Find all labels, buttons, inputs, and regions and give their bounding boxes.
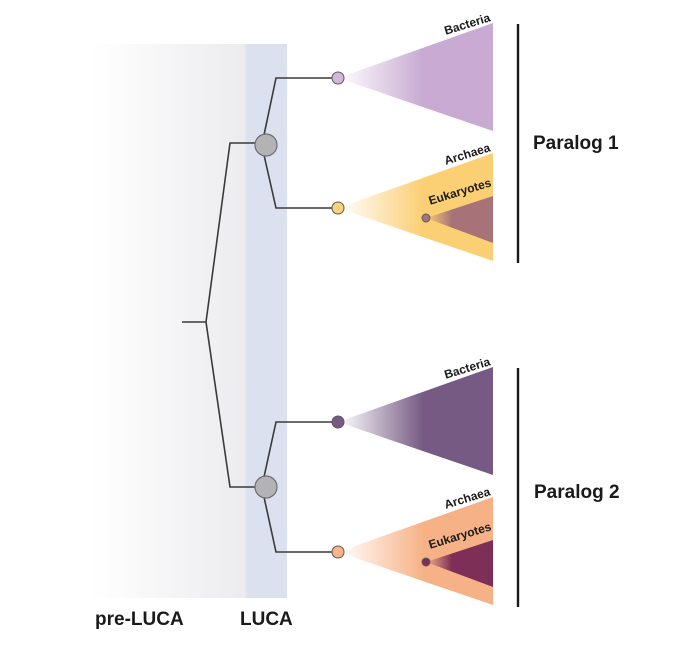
paralog-2-eukaryotes-cone [426, 540, 493, 587]
paralog-1-archaea-node [331, 201, 345, 215]
paralog-2-bacteria-cone [338, 367, 493, 475]
branch-to-paralog-1 [205, 142, 256, 323]
pre-luca-label: pre-LUCA [95, 609, 184, 630]
branch-p1-bacteria [263, 77, 333, 136]
paralog-1-label: Paralog 1 [533, 133, 619, 154]
branch-to-paralog-2 [205, 321, 256, 488]
time-background-panel [90, 44, 287, 598]
paralog-2-bacteria-node [331, 415, 345, 429]
branch-p2-bacteria [263, 421, 333, 478]
paralog-1-bacteria-node [331, 71, 345, 85]
paralog-2-eukaryotes-node [421, 557, 431, 567]
paralog-2-archaea-cone [338, 497, 493, 605]
branch-p1-archaea [263, 154, 333, 209]
luca-label: LUCA [240, 609, 293, 630]
paralog-1-eukaryotes-cone [426, 196, 493, 243]
branch-p2-archaea [263, 496, 333, 553]
paralog-1-archaea-cone [338, 153, 493, 261]
paralog-2-archaea-node [331, 545, 345, 559]
paralog-2-label: Paralog 2 [534, 482, 620, 503]
luca-node-paralog-1 [254, 133, 278, 157]
paralog-1-eukaryotes-node [421, 213, 431, 223]
branches [182, 77, 333, 553]
luca-node-paralog-2 [254, 475, 278, 499]
paralog-1-bacteria-cone [338, 23, 493, 131]
